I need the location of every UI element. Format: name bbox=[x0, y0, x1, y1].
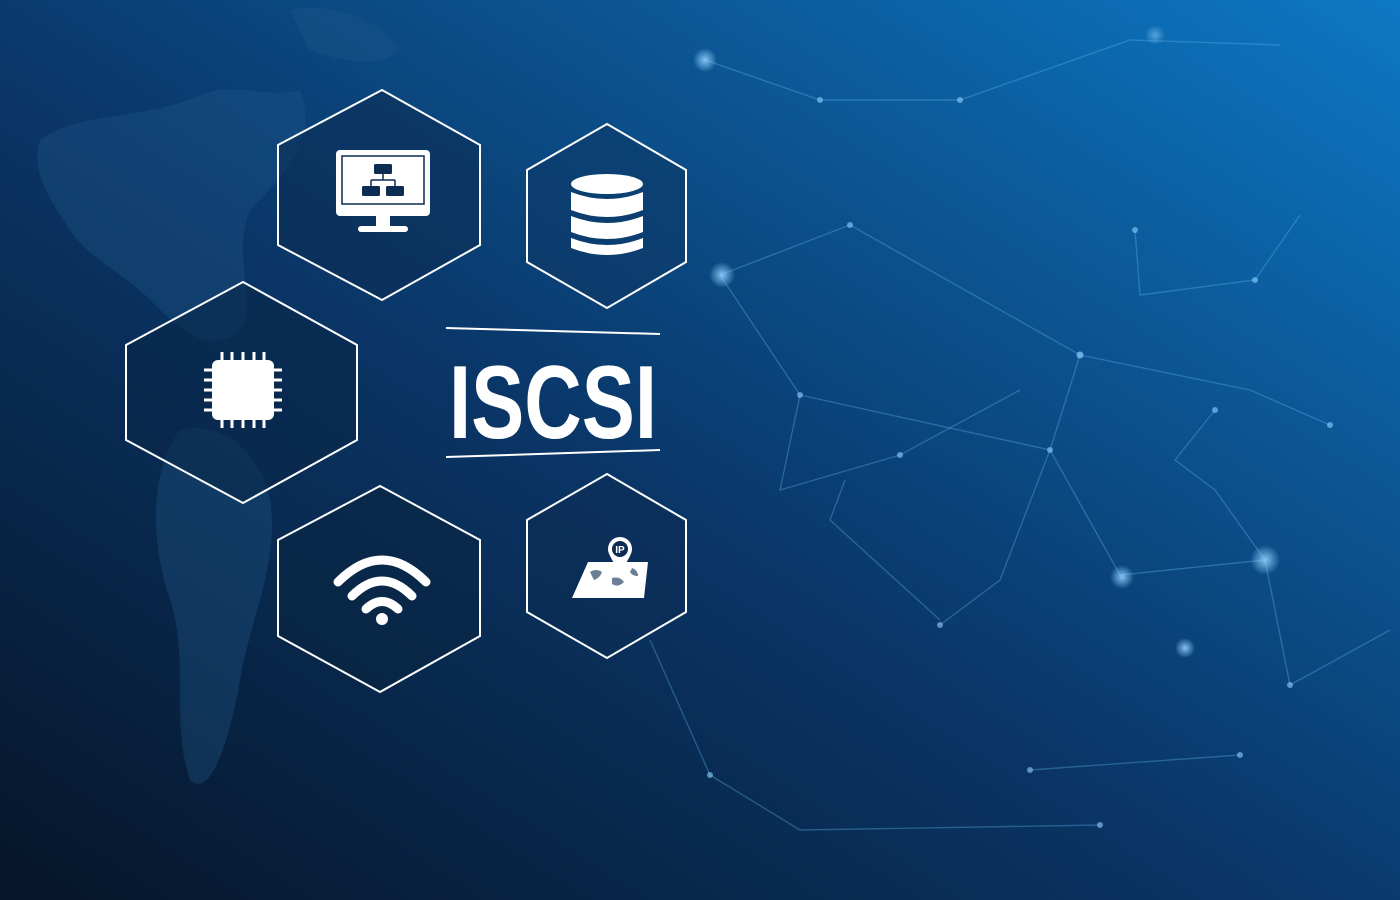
hex-tile-ip-map: IP bbox=[526, 472, 687, 660]
cpu-chip-icon bbox=[204, 352, 282, 428]
world-map-silhouette bbox=[37, 7, 400, 784]
svg-text:IP: IP bbox=[615, 545, 625, 556]
ip-map-pin-icon: IP bbox=[572, 537, 648, 598]
network-monitor-icon bbox=[336, 150, 430, 232]
hex-tile-wifi bbox=[277, 484, 481, 694]
database-icon bbox=[571, 174, 643, 255]
page-title: ISCSI bbox=[449, 345, 657, 461]
title-rule-bottom bbox=[445, 449, 661, 458]
hex-tile-network-monitor bbox=[277, 88, 481, 302]
title-rule-top bbox=[445, 327, 661, 335]
title-block: ISCSI bbox=[445, 327, 661, 461]
network-nodes bbox=[693, 25, 1333, 828]
wifi-icon bbox=[333, 555, 431, 614]
hex-tile-cpu bbox=[125, 280, 358, 505]
hex-tile-database bbox=[526, 122, 687, 310]
